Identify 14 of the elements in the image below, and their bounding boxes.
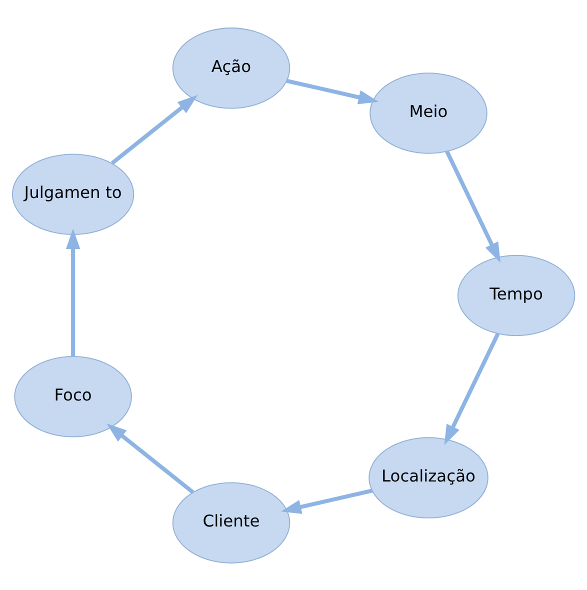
arrow: [110, 94, 198, 164]
node-ellipse: Cliente: [172, 482, 290, 563]
arrow: [106, 422, 194, 494]
arrow: [444, 332, 500, 445]
arrow: [280, 488, 373, 514]
node-ellipse: Foco: [14, 356, 132, 437]
node-ellipse: Ação: [172, 27, 290, 108]
arrow: [66, 228, 80, 356]
node-ellipse: Julgamen to: [12, 153, 134, 234]
node-ellipse: Tempo: [457, 254, 576, 336]
node-ellipse: Meio: [370, 72, 488, 154]
arrow: [286, 78, 379, 104]
node-ellipse: Localização: [368, 436, 488, 518]
arrow: [445, 150, 501, 262]
